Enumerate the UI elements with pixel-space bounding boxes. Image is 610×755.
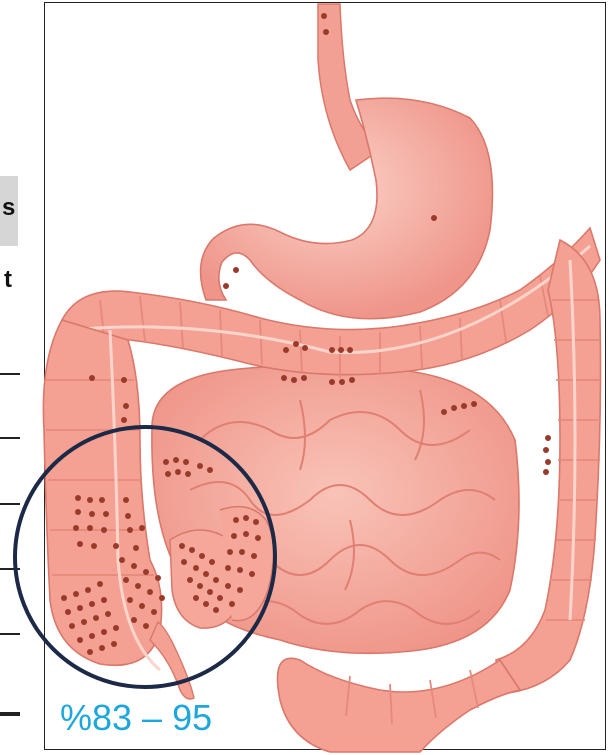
ascending-colon (43, 320, 161, 665)
percentage-caption: %83 – 95 (60, 697, 212, 739)
sigmoid-colon-rectum (278, 658, 521, 752)
